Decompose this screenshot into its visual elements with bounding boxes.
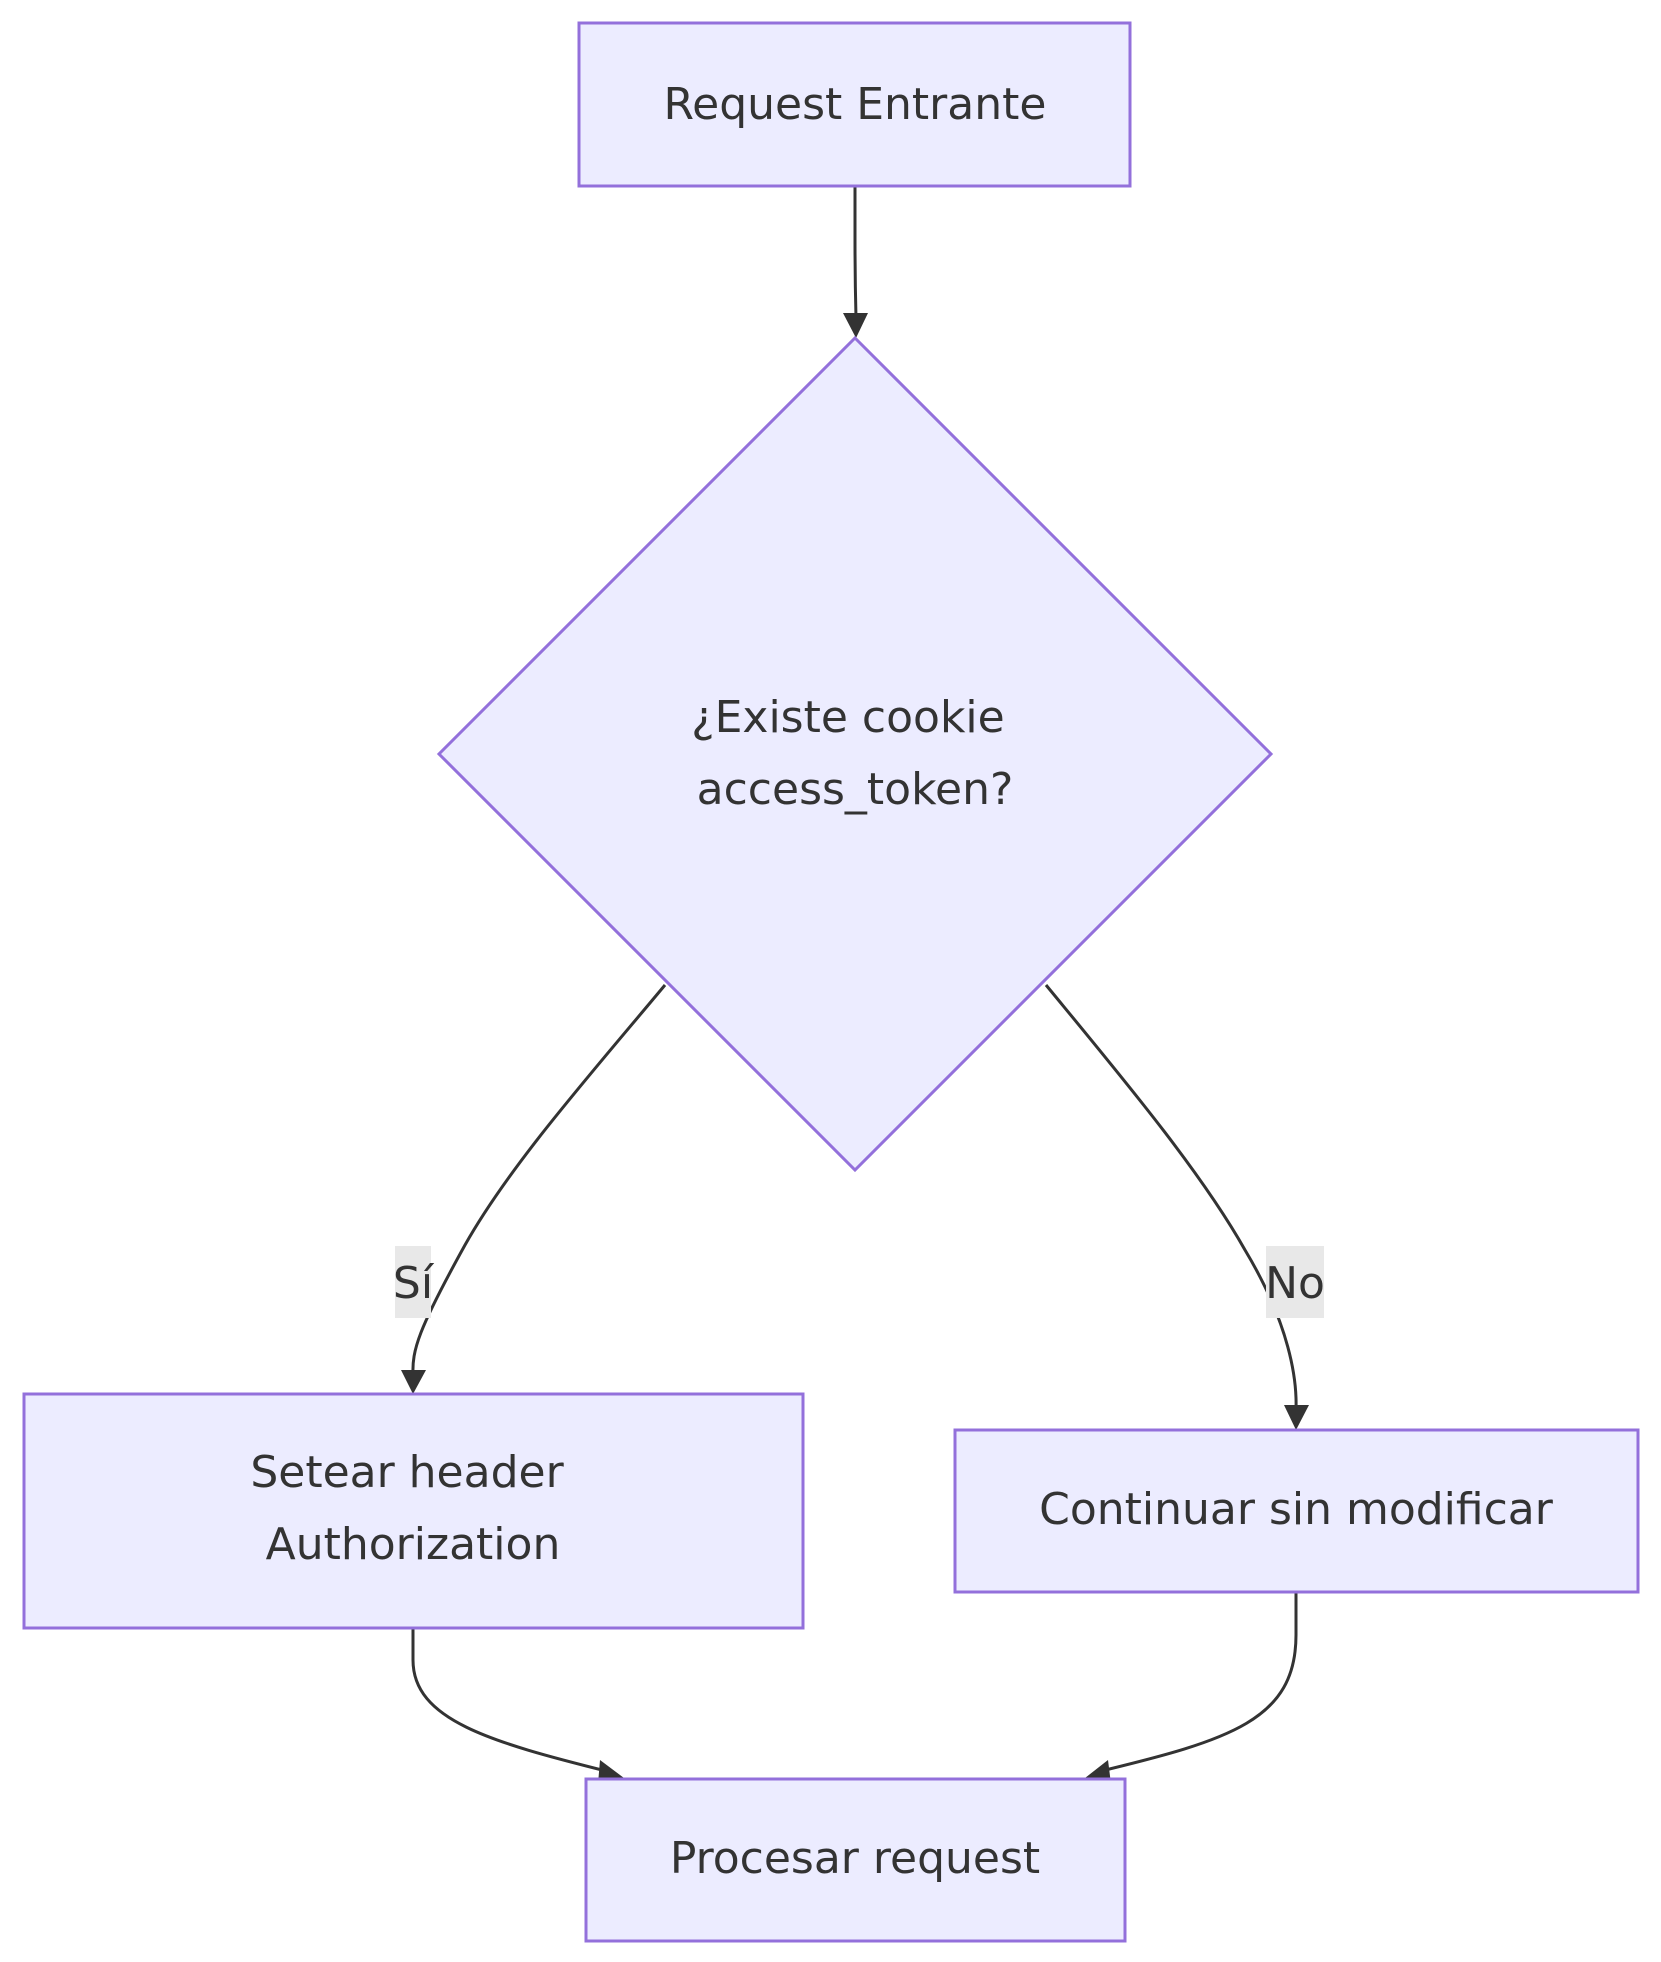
- node-process-request-label: Procesar request: [670, 1833, 1040, 1884]
- node-decision-cookie: ¿Existe cookie access_token?: [436, 335, 1274, 1173]
- edge-label-no-text: No: [1265, 1258, 1325, 1309]
- node-decision-line-2: access_token?: [697, 764, 1014, 815]
- arrowhead-continue: [1284, 1405, 1309, 1430]
- node-process-request: Procesar request: [584, 1777, 1127, 1943]
- node-continue: Continuar sin modificar: [953, 1428, 1640, 1594]
- node-continue-label: Continuar sin modificar: [1039, 1484, 1554, 1535]
- edge-decision-to-set-header: [411, 984, 667, 1376]
- edge-decision-to-continue: [1044, 984, 1298, 1410]
- edge-label-yes: Sí: [393, 1246, 435, 1318]
- node-request-entrante-label: Request Entrante: [664, 79, 1047, 130]
- node-decision-line-1: ¿Existe cookie: [691, 692, 1004, 743]
- edge-continue-to-process: [1096, 1592, 1298, 1774]
- edge-start-to-decision: [853, 187, 858, 319]
- edge-set-header-to-process: [411, 1628, 611, 1774]
- edge-label-yes-text: Sí: [393, 1258, 435, 1309]
- node-set-header-line-1: Setear header: [250, 1447, 564, 1498]
- node-set-header-line-2: Authorization: [266, 1519, 561, 1570]
- node-request-entrante: Request Entrante: [577, 21, 1132, 188]
- arrowhead-decision: [843, 313, 868, 338]
- edge-label-no: No: [1265, 1246, 1325, 1318]
- arrowhead-set-header: [401, 1370, 426, 1394]
- node-set-header: Setear header Authorization: [22, 1392, 805, 1630]
